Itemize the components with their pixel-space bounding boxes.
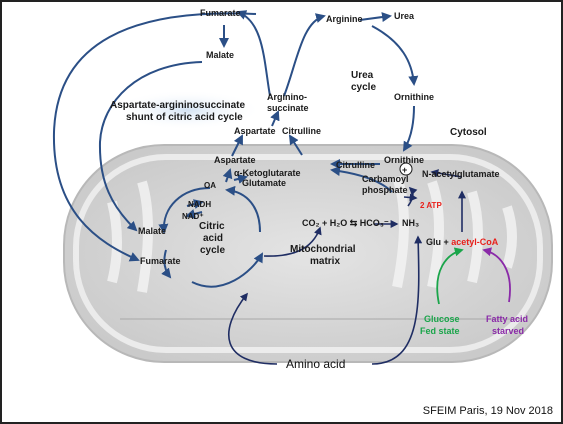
aspartate-upper-label: Aspartate (234, 126, 276, 136)
fumarate-top-label: Fumarate (200, 8, 241, 18)
plus-circle-icon (399, 162, 413, 176)
plus-symbol: + (402, 165, 407, 175)
fatty-acid-arrow (482, 247, 511, 303)
malate-bottom-label: Malate (138, 226, 166, 236)
mitochondrion (63, 144, 553, 363)
amino-acid-label: Amino acid (286, 357, 345, 371)
starved-label: starved (492, 326, 524, 336)
mito-matrix-label-2: matrix (310, 256, 340, 267)
citric-cycle-label-1: Citric (199, 221, 225, 232)
urea-cycle-label-1: Urea (351, 70, 374, 81)
nh3-label: NH₃ (402, 218, 419, 228)
nad-label: NAD⁺ (182, 212, 204, 221)
urea-label: Urea (394, 11, 415, 21)
shunt-arrows (52, 10, 326, 262)
mito-matrix-label-1: Mitochondrial (290, 244, 356, 255)
glucose-arrow (436, 247, 464, 305)
oa-label: OA (204, 181, 216, 190)
carbamoyl-label-1: Carbamoyl (362, 174, 409, 184)
carbamoyl-label-2: phosphate (362, 185, 408, 195)
shunt-label-1: Aspartate-argininosuccinate (110, 100, 245, 111)
citric-cycle-label-2: acid (203, 233, 223, 244)
fumarate-bottom-label: Fumarate (140, 256, 181, 266)
co2-equation-label: CO₂ + H₂O ⇆ HCO₃⁻ (302, 218, 389, 228)
citric-cycle-label-3: cycle (200, 245, 225, 256)
nadh-label: NADH (188, 200, 211, 209)
citrulline-lower-label: Citrulline (336, 160, 375, 170)
nitrogen-arrows (263, 169, 466, 257)
glutamate-label: Glutamate (242, 178, 286, 188)
fatty-acid-label: Fatty acid (486, 314, 528, 324)
malate-top-label: Malate (206, 50, 234, 60)
cytosol-label: Cytosol (450, 127, 487, 138)
glu-acetyl-coa-label: Glu + acetyl-CoA (426, 237, 499, 247)
fed-state-label: Fed state (420, 326, 460, 336)
citric-acid-cycle-arrows (158, 168, 263, 288)
two-atp-label: 2 ATP (420, 201, 442, 210)
aspartate-lower-label: Aspartate (214, 155, 256, 165)
shunt-label-2: shunt of citric acid cycle (126, 112, 243, 123)
footer-text: SFEIM Paris, 19 Nov 2018 (422, 405, 553, 417)
arginine-label: Arginine (326, 14, 363, 24)
ornithine-lower-label: Ornithine (384, 155, 424, 165)
ketoglutarate-label: α-Ketoglutarate (234, 168, 301, 178)
ornithine-top-label: Ornithine (394, 92, 434, 102)
amino-acid-arrows (228, 235, 423, 365)
glucose-label: Glucose (424, 314, 460, 324)
n-acetylglutamate-label: N-acetylglutamate (422, 169, 500, 179)
argininosuccinate-label-2: succinate (267, 103, 309, 113)
urea-cycle-arrows (231, 12, 419, 193)
citrulline-upper-label: Citrulline (282, 126, 321, 136)
highlight-haze (112, 90, 262, 130)
urea-cycle-label-2: cycle (351, 82, 376, 93)
argininosuccinate-label-1: Arginino- (267, 92, 307, 102)
